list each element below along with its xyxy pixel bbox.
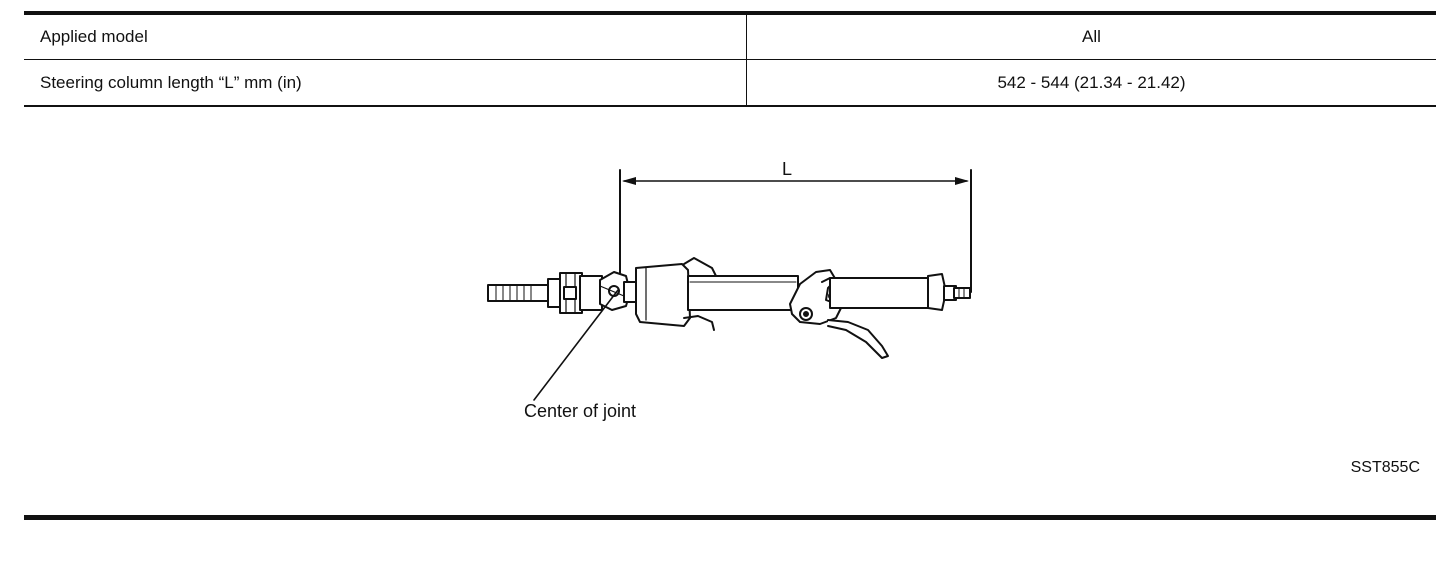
splined-shaft [487,284,551,302]
spec-table: Applied model All Steering column length… [24,11,1436,107]
column-jacket [635,257,799,331]
callout-leader-line [533,289,619,401]
spec-value: All [746,11,1436,60]
dimension-line [619,169,972,293]
spec-value: 542 - 544 (21.34 - 21.42) [746,59,1436,107]
figure-code: SST855C [1350,459,1420,476]
spec-row-column-length: Steering column length “L” mm (in) 542 -… [24,59,1436,107]
lower-universal-joint [547,271,637,314]
spec-label: Steering column length “L” mm (in) [24,59,747,107]
upper-column-tube [829,273,971,311]
callout-label-center-of-joint: Center of joint [524,401,637,421]
spec-row-applied-model: Applied model All [24,11,1436,60]
bottom-rule [24,515,1436,520]
spec-label: Applied model [24,11,747,60]
dimension-label-l: L [782,159,793,179]
